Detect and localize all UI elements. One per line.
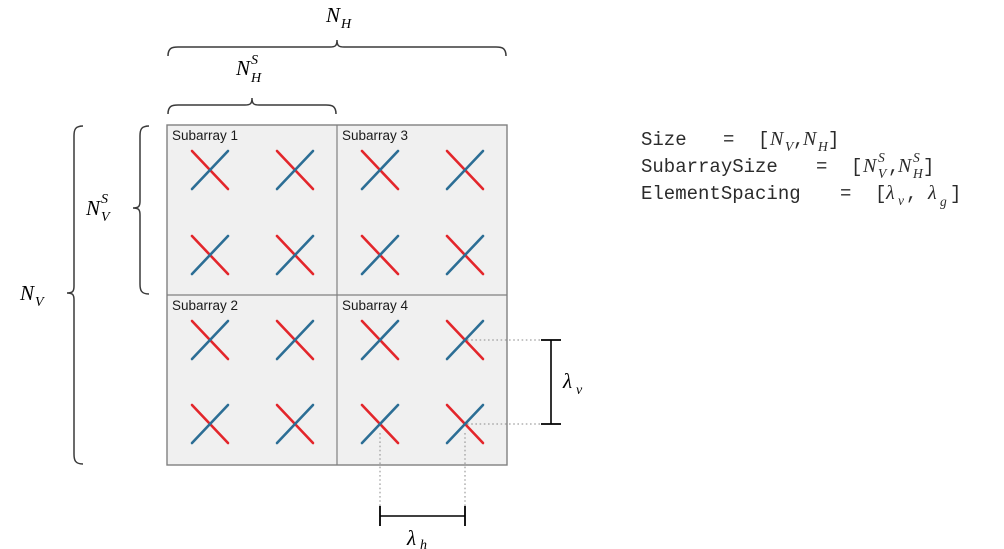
dipole-pol-blue	[190, 149, 230, 191]
property-line-subarraysize: SubarraySize = [ N V S , N H S ]	[641, 150, 934, 181]
subarray-label: Subarray 4	[342, 298, 409, 313]
property-name: Size	[641, 129, 687, 151]
crossed-dipole-element	[360, 403, 400, 445]
label-nvs-sup: S	[101, 192, 108, 207]
crossed-dipole-element	[275, 149, 315, 191]
label-lambda-v-base: λ	[562, 369, 572, 393]
bracket-open: [	[758, 129, 769, 151]
label-nvs-base: N	[85, 196, 101, 220]
property-name: SubarraySize	[641, 156, 778, 178]
property-equals: =	[723, 129, 734, 151]
label-nhs-sup: S	[251, 53, 258, 68]
label-nvs-sub: V	[101, 210, 111, 225]
label-lambda-h-sub: h	[420, 538, 427, 549]
crossed-dipole-element	[275, 403, 315, 445]
brace-left-inner	[132, 125, 150, 295]
label-nhs-sub: H	[250, 71, 262, 86]
dipole-pol-blue	[275, 403, 315, 445]
bracket-close: ]	[950, 183, 961, 205]
crossed-dipole-element	[445, 403, 485, 445]
property-equals: =	[816, 156, 827, 178]
crossed-dipole-element	[190, 149, 230, 191]
dipole-pol-blue	[275, 234, 315, 276]
crossed-dipole-element	[445, 234, 485, 276]
bracket-open: [	[875, 183, 886, 205]
crossed-dipole-element	[360, 234, 400, 276]
bracket-open: [	[851, 156, 862, 178]
brace-top-outer	[167, 39, 507, 57]
property-name: ElementSpacing	[641, 183, 801, 205]
dimension-lambda-h: λ h	[379, 433, 466, 549]
term-comma: ,	[793, 129, 804, 151]
array-panel: Subarray 1 Subarray 3 Subarray 2 Subarra…	[166, 124, 508, 466]
brace-left-outer	[66, 125, 84, 465]
subarray-label: Subarray 2	[172, 298, 238, 313]
crossed-dipole-element	[190, 403, 230, 445]
dipole-pol-blue	[190, 234, 230, 276]
label-lambda-h-base: λ	[406, 526, 416, 549]
term-sub: V	[878, 166, 888, 181]
term-sub: g	[940, 194, 947, 209]
dipole-pol-blue	[360, 234, 400, 276]
dipole-pol-blue	[360, 149, 400, 191]
crossed-dipole-element	[190, 319, 230, 361]
crossed-dipole-element	[275, 234, 315, 276]
subarray-label: Subarray 3	[342, 128, 408, 143]
crossed-dipole-element	[445, 319, 485, 361]
label-nv-base: N	[19, 281, 35, 305]
term-sup: S	[913, 150, 920, 165]
dipole-pol-blue	[190, 403, 230, 445]
term-comma: ,	[906, 183, 917, 205]
dipole-pol-blue	[275, 319, 315, 361]
term-sub: H	[912, 166, 924, 181]
dipole-pol-blue	[445, 319, 485, 361]
dipole-pol-blue	[190, 319, 230, 361]
dipole-pol-blue	[445, 403, 485, 445]
dipole-pol-blue	[360, 403, 400, 445]
term-sub: H	[817, 139, 829, 154]
term-sub: V	[785, 139, 795, 154]
property-line-elementspacing: ElementSpacing = [ λ v , λ g ]	[641, 182, 961, 209]
label-nh-sub: H	[340, 17, 352, 32]
label-nh-base: N	[325, 3, 341, 27]
term-base: λ	[885, 182, 895, 204]
property-equals: =	[840, 183, 851, 205]
term-sub: v	[898, 193, 904, 208]
bracket-close: ]	[923, 156, 934, 178]
crossed-dipole-element	[275, 319, 315, 361]
dipole-pol-blue	[360, 319, 400, 361]
dipole-pol-blue	[445, 149, 485, 191]
crossed-dipole-element	[360, 319, 400, 361]
brace-top-inner	[167, 97, 337, 115]
term-comma: ,	[888, 156, 899, 178]
bracket-close: ]	[828, 129, 839, 151]
dipole-pol-blue	[275, 149, 315, 191]
term-base: N	[897, 155, 913, 177]
property-line-size: Size = [ N V , N H ]	[641, 128, 839, 154]
term-base: N	[862, 155, 878, 177]
crossed-dipole-element	[445, 149, 485, 191]
crossed-dipole-element	[190, 234, 230, 276]
term-sup: S	[878, 150, 885, 165]
crossed-dipole-element	[360, 149, 400, 191]
subarray-label: Subarray 1	[172, 128, 238, 143]
term-base: N	[769, 128, 785, 150]
element-grid	[190, 149, 485, 445]
dimension-lambda-v: λ v	[467, 339, 583, 425]
label-nv-sub: V	[35, 295, 45, 310]
dipole-pol-blue	[445, 234, 485, 276]
term-base: N	[802, 128, 818, 150]
label-lambda-v-sub: v	[576, 383, 583, 398]
label-nhs-base: N	[235, 56, 251, 80]
term-base: λ	[927, 182, 937, 204]
